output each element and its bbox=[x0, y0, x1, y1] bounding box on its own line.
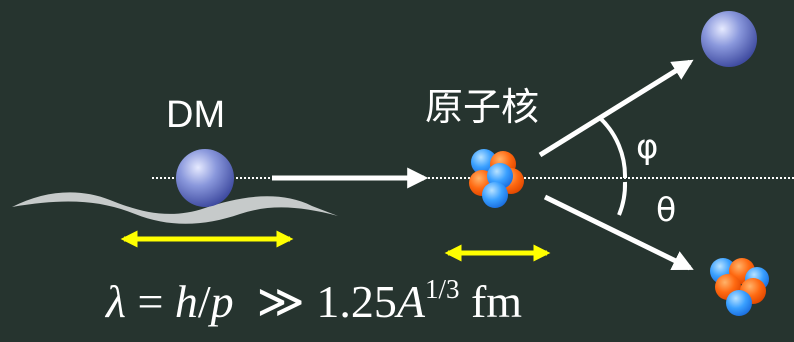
wavelength-formula: λ = h/p ≫ 1.25A1/3 fm bbox=[106, 276, 523, 327]
scattered-dm-arrow bbox=[538, 59, 694, 158]
recoil-nucleus-arrow bbox=[543, 194, 694, 271]
formula-much-greater: ≫ 1.25 bbox=[233, 276, 397, 327]
phi-label: φ bbox=[636, 127, 659, 167]
formula-unit: fm bbox=[459, 276, 523, 327]
dm-label: DM bbox=[166, 94, 226, 136]
theta-label: θ bbox=[656, 190, 677, 229]
nucleus-target bbox=[469, 149, 524, 208]
wave-ribbon bbox=[12, 192, 338, 224]
phi-angle-arc bbox=[598, 116, 628, 179]
formula-slash: / bbox=[197, 276, 211, 327]
theta-angle-arc bbox=[617, 181, 628, 216]
formula-equals: = bbox=[125, 276, 175, 327]
scattered-dm-particle bbox=[701, 11, 757, 67]
formula-A: A bbox=[396, 276, 425, 327]
recoil-nucleus bbox=[710, 258, 769, 316]
formula-p: p bbox=[210, 276, 234, 327]
formula-lambda: λ bbox=[106, 276, 126, 327]
dm-particle bbox=[176, 149, 234, 207]
formula-exponent: 1/3 bbox=[424, 274, 460, 304]
nucleus-label: 原子核 bbox=[425, 85, 540, 129]
formula-h: h bbox=[174, 276, 198, 327]
